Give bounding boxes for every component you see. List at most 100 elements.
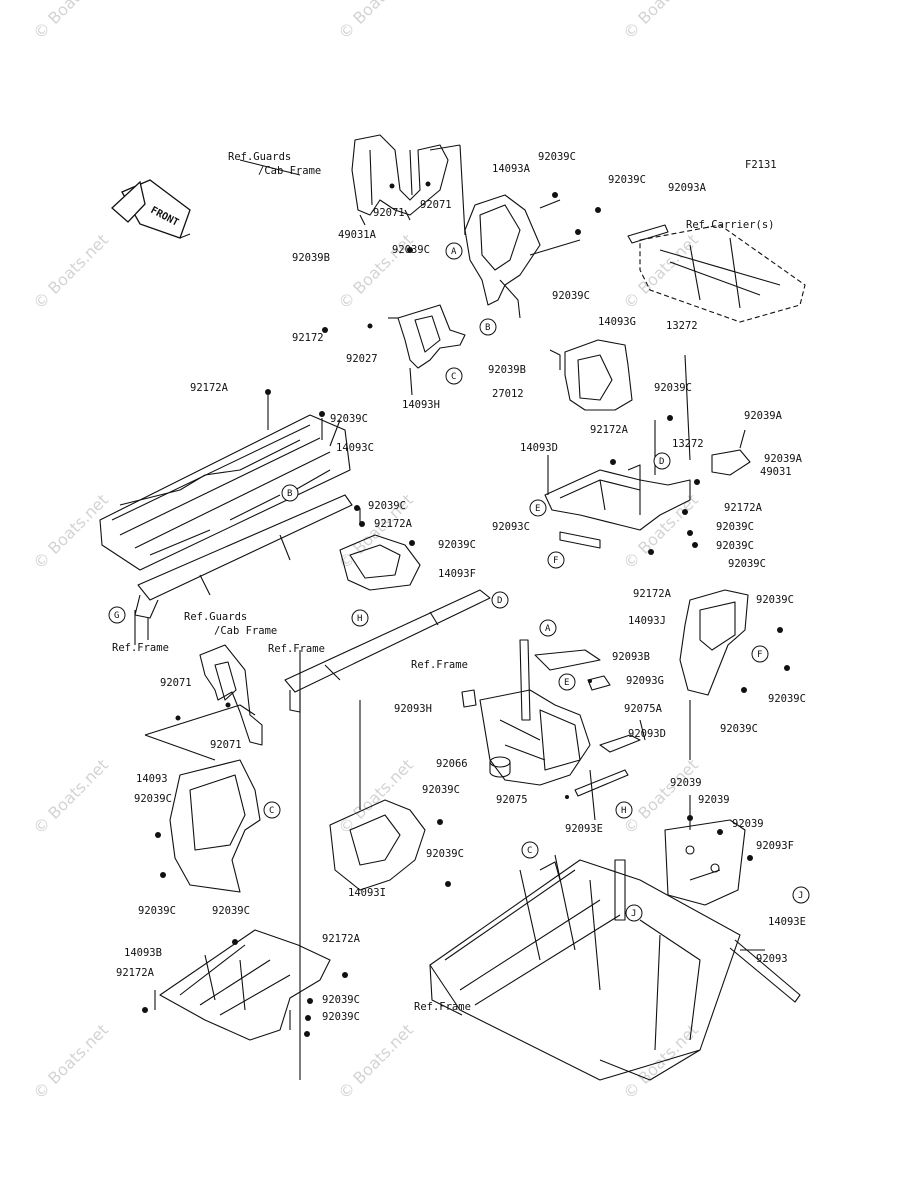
part-number: 92172A [190, 382, 229, 394]
part-number: 92093C [492, 521, 530, 533]
watermark: © Boats.net [334, 0, 416, 43]
part-number: 92039C [426, 848, 464, 860]
part-number: 92093A [668, 182, 707, 194]
svg-text:J: J [631, 909, 636, 919]
part-number: 14093H [402, 399, 440, 411]
callout-h: H [351, 609, 369, 627]
part-number: 92039A [764, 453, 803, 465]
fasteners [142, 181, 790, 1037]
part-number: 92071 [373, 207, 405, 219]
callout-f: F [547, 551, 565, 569]
part-number: 92039C [392, 244, 430, 256]
part-number: 14093J [628, 615, 666, 627]
part-number: 92039C [608, 174, 646, 186]
part-number: 49031 [760, 466, 792, 478]
part-number: 14093G [598, 316, 636, 328]
part-number: 92039C [768, 693, 806, 705]
part-number: 92039C [756, 594, 794, 606]
watermark: © Boats.net [29, 230, 111, 312]
watermarks: © Boats.net © Boats.net © Boats.net © Bo… [29, 0, 701, 1103]
svg-text:F: F [553, 556, 558, 566]
callout-j: J [625, 904, 643, 922]
part-number: 92039C [322, 994, 360, 1006]
callout-c: C [445, 367, 463, 385]
part-number: 14093E [768, 916, 806, 928]
svg-text:C: C [527, 846, 532, 856]
part-number: 92172 [292, 332, 324, 344]
part-number: 92039C [212, 905, 250, 917]
ref-guards-top-1: Ref.Guards [228, 151, 291, 163]
ref-guards-top-2: /Cab Frame [258, 165, 321, 177]
part-number: 92039C [330, 413, 368, 425]
ref-frame-bottom: Ref.Frame [414, 1001, 471, 1013]
part-number: 92039C [720, 723, 758, 735]
part-number: 92075A [624, 703, 663, 715]
callout-d: D [653, 452, 671, 470]
part-number: 92071 [160, 677, 192, 689]
part-number: 92172A [590, 424, 629, 436]
part-drawings [99, 134, 806, 1081]
ref-carrier: Ref.Carrier(s) [686, 219, 775, 231]
reference-labels: Ref.Guards /Cab Frame Ref.Carrier(s) Ref… [112, 151, 775, 1013]
part-number: 92039 [670, 777, 702, 789]
callout-a: A [445, 242, 463, 260]
svg-text:D: D [497, 596, 502, 606]
callouts: A B C B D E F G H D A F E C H C J J [108, 242, 810, 922]
part-number: 92172A [724, 502, 763, 514]
part-number: 92039B [488, 364, 526, 376]
part-number: 92039C [422, 784, 460, 796]
part-number: 92093 [756, 953, 788, 965]
ref-frame-g: Ref.Frame [112, 642, 169, 654]
watermark: © Boats.net [334, 755, 416, 837]
front-arrow-icon: FRONT [111, 179, 191, 239]
part-number: 92039 [732, 818, 764, 830]
part-number: 27012 [492, 388, 524, 400]
part-number: 92039C [322, 1011, 360, 1023]
svg-text:A: A [451, 247, 457, 257]
watermark: © Boats.net [29, 490, 111, 572]
part-number: 92039C [552, 290, 590, 302]
part-number: 14093A [492, 163, 531, 175]
part-number: 14093F [438, 568, 476, 580]
watermark: © Boats.net [29, 1020, 111, 1102]
part-number: 14093D [520, 442, 558, 454]
ref-guards-left-2: /Cab Frame [214, 625, 277, 637]
callout-h: H [615, 801, 633, 819]
svg-text:C: C [269, 806, 274, 816]
part-number: 92093E [565, 823, 603, 835]
part-number: 92093H [394, 703, 432, 715]
part-number: 92172A [633, 588, 672, 600]
part-number: 92172A [322, 933, 361, 945]
svg-text:E: E [535, 504, 540, 514]
callout-d: D [491, 591, 509, 609]
part-labels: 14093A 92039C 92039C 92093A 92071 92071 … [116, 151, 806, 1023]
callout-e: E [529, 499, 547, 517]
watermark: © Boats.net [29, 755, 111, 837]
callout-b: B [479, 318, 497, 336]
part-number: 92093D [628, 728, 666, 740]
part-number: 92066 [436, 758, 468, 770]
part-number: 92172A [116, 967, 155, 979]
part-number: 13272 [672, 438, 704, 450]
watermark: © Boats.net [334, 230, 416, 312]
callout-c: C [521, 841, 539, 859]
part-number: 92039C [134, 793, 172, 805]
svg-text:G: G [114, 611, 119, 621]
part-number: 92027 [346, 353, 378, 365]
svg-text:A: A [545, 624, 551, 634]
part-number: 92039C [438, 539, 476, 551]
part-number: 92039C [716, 521, 754, 533]
callout-a: A [539, 619, 557, 637]
part-number: 92075 [496, 794, 528, 806]
callout-g: G [108, 606, 126, 624]
svg-text:H: H [357, 614, 362, 624]
part-number: 92093F [756, 840, 794, 852]
svg-text:B: B [287, 489, 292, 499]
callout-e: E [558, 673, 576, 691]
figure-code: F2131 [745, 159, 777, 171]
part-number: 92039C [368, 500, 406, 512]
svg-text:C: C [451, 372, 456, 382]
svg-text:H: H [621, 806, 626, 816]
part-number: 92172A [374, 518, 413, 530]
